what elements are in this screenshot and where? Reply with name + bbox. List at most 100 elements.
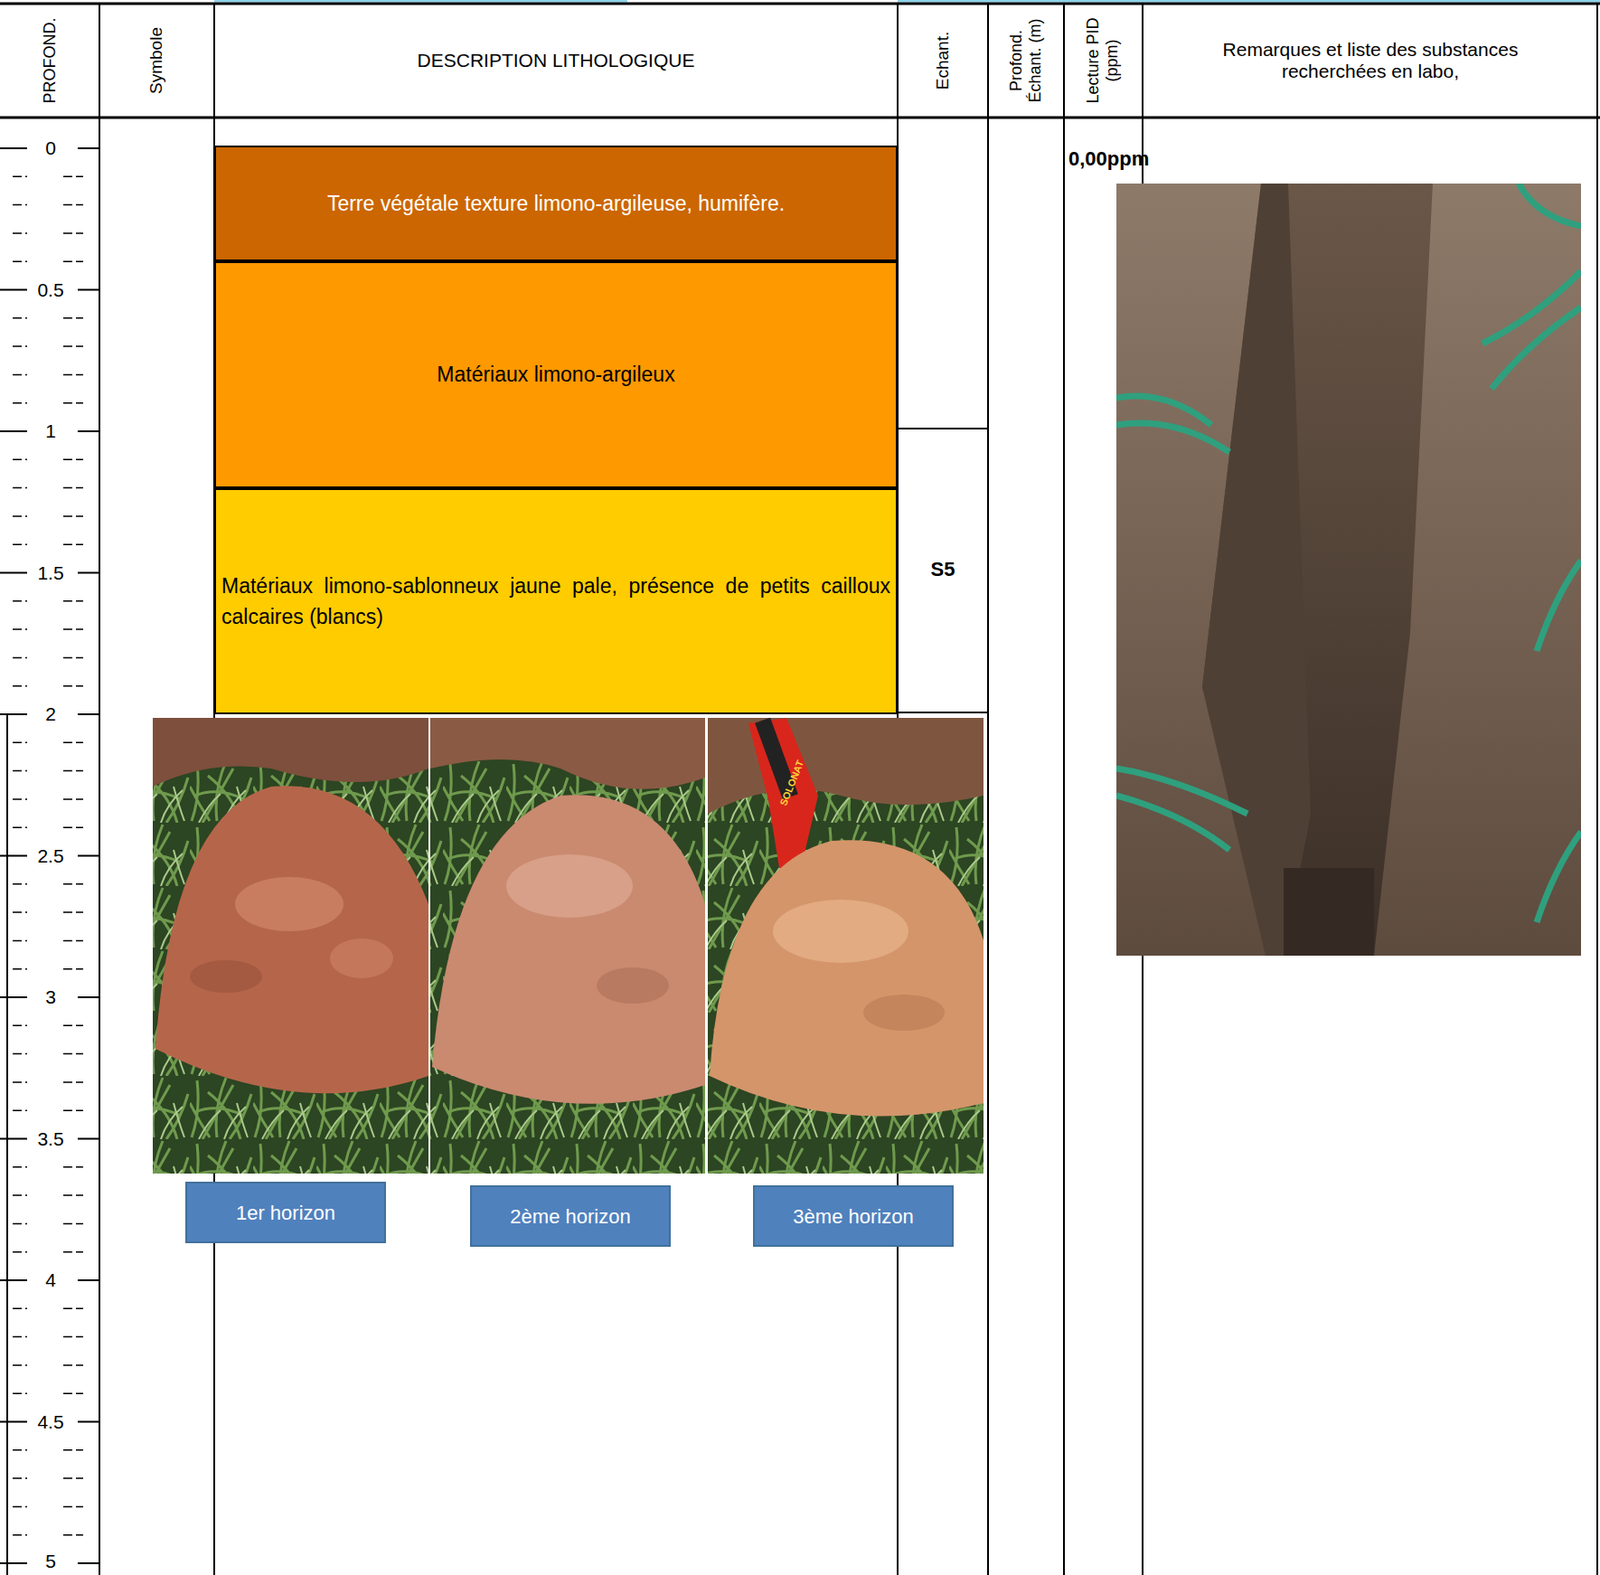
depth-tick	[0, 1562, 28, 1564]
depth-tick	[12, 543, 28, 546]
sample-id: S5	[931, 557, 956, 581]
column-rule	[1063, 3, 1065, 1575]
depth-tick	[12, 1053, 28, 1055]
depth-tick	[0, 147, 28, 150]
depth-tick	[63, 968, 84, 970]
depth-tick	[12, 374, 28, 377]
depth-tick	[63, 770, 84, 772]
depth-tick	[63, 1166, 84, 1168]
depth-tick	[0, 430, 28, 433]
depth-tick	[0, 996, 28, 998]
soil-clod	[772, 899, 909, 963]
soil-clod	[329, 938, 394, 979]
depth-tick	[63, 1194, 84, 1196]
depth-tick	[12, 883, 28, 885]
depth-tick	[12, 911, 28, 913]
depth-tick	[63, 1364, 84, 1366]
depth-tick	[77, 1421, 100, 1423]
depth-mark: 1	[42, 420, 59, 443]
sample-rule	[897, 711, 989, 714]
depth-tick	[12, 515, 28, 518]
column-header: DESCRIPTION LITHOLOGIQUE	[417, 49, 696, 72]
depth-tick	[12, 1534, 28, 1536]
depth-tick	[12, 1081, 28, 1083]
depth-tick	[77, 289, 100, 292]
depth-tick	[12, 628, 28, 631]
depth-mark: 2	[42, 703, 59, 725]
depth-tick	[63, 883, 84, 885]
depth-tick	[63, 1223, 84, 1225]
layer-text: 2ème horizon	[477, 1201, 664, 1232]
grass	[152, 717, 429, 1174]
depth-tick	[77, 572, 100, 575]
depth-tick	[12, 1336, 28, 1338]
depth-tick	[63, 798, 84, 800]
depth-tick	[63, 1449, 84, 1451]
depth-tick	[0, 855, 28, 857]
trench-floor	[1283, 867, 1375, 956]
grass	[707, 717, 984, 1174]
depth-tick	[63, 402, 84, 405]
depth-tick	[77, 1138, 100, 1140]
depth-tick	[63, 1109, 84, 1111]
depth-tick	[63, 685, 84, 688]
grass-blades	[1116, 183, 1582, 923]
depth-tick	[77, 713, 100, 716]
depth-tick	[63, 742, 84, 744]
depth-tick	[77, 1562, 100, 1564]
layer-text: 3ème horizon	[760, 1201, 947, 1232]
depth-mark: 4	[42, 1269, 59, 1291]
column-header: Echant.	[932, 31, 953, 90]
soil-clod	[235, 876, 344, 932]
depth-tick	[63, 1081, 84, 1083]
depth-tick	[12, 176, 28, 179]
depth-mark: 5	[42, 1550, 59, 1572]
column-header: Remarques et liste des substances recher…	[1180, 38, 1561, 83]
depth-tick	[12, 600, 28, 603]
depth-tick	[12, 487, 28, 490]
depth-tick	[12, 657, 28, 659]
depth-tick	[0, 1279, 28, 1281]
depth-tick	[77, 1279, 100, 1281]
trench-photo	[1116, 183, 1582, 956]
horizon-label: 2ème horizon	[470, 1185, 671, 1247]
depth-tick	[12, 826, 28, 829]
depth-tick	[12, 1477, 28, 1479]
depth-tick	[63, 260, 84, 263]
depth-tick	[77, 147, 100, 150]
soil-clod	[596, 967, 669, 1004]
depth-tick	[12, 770, 28, 772]
depth-tick	[12, 968, 28, 970]
ruler-rule	[6, 714, 9, 1575]
column-header: PROFOND.	[40, 17, 60, 104]
depth-tick	[63, 1534, 84, 1536]
depth-tick	[63, 515, 84, 518]
depth-mark: 2.5	[34, 844, 66, 866]
depth-tick	[12, 260, 28, 263]
depth-mark: 0	[42, 137, 59, 160]
layer-text: Matériaux limono-sablonneux jaune pale, …	[221, 570, 891, 633]
depth-tick	[12, 685, 28, 688]
depth-tick	[63, 204, 84, 207]
soil-clod	[506, 854, 633, 918]
trench-ground	[1116, 183, 1582, 956]
depth-tick	[12, 940, 28, 942]
column-rule	[98, 3, 101, 1575]
depth-tick	[12, 317, 28, 320]
depth-ticks	[0, 148, 100, 1563]
soil-layer: Terre végétale texture limono-argileuse,…	[214, 145, 898, 262]
depth-tick	[63, 940, 84, 942]
field-soil	[707, 717, 984, 814]
layer-text: Matériaux limono-argileux	[221, 358, 891, 391]
depth-mark: 1.5	[34, 561, 66, 584]
field-soil	[152, 717, 429, 787]
depth-tick	[0, 713, 28, 716]
table-rule	[0, 116, 1600, 120]
depth-mark: 3.5	[34, 1127, 66, 1149]
depth-tick	[63, 826, 84, 829]
depth-mark: 3	[42, 986, 59, 1008]
top-blue-rule	[897, 0, 1600, 3]
depth-tick	[63, 911, 84, 913]
depth-tick	[12, 1449, 28, 1451]
